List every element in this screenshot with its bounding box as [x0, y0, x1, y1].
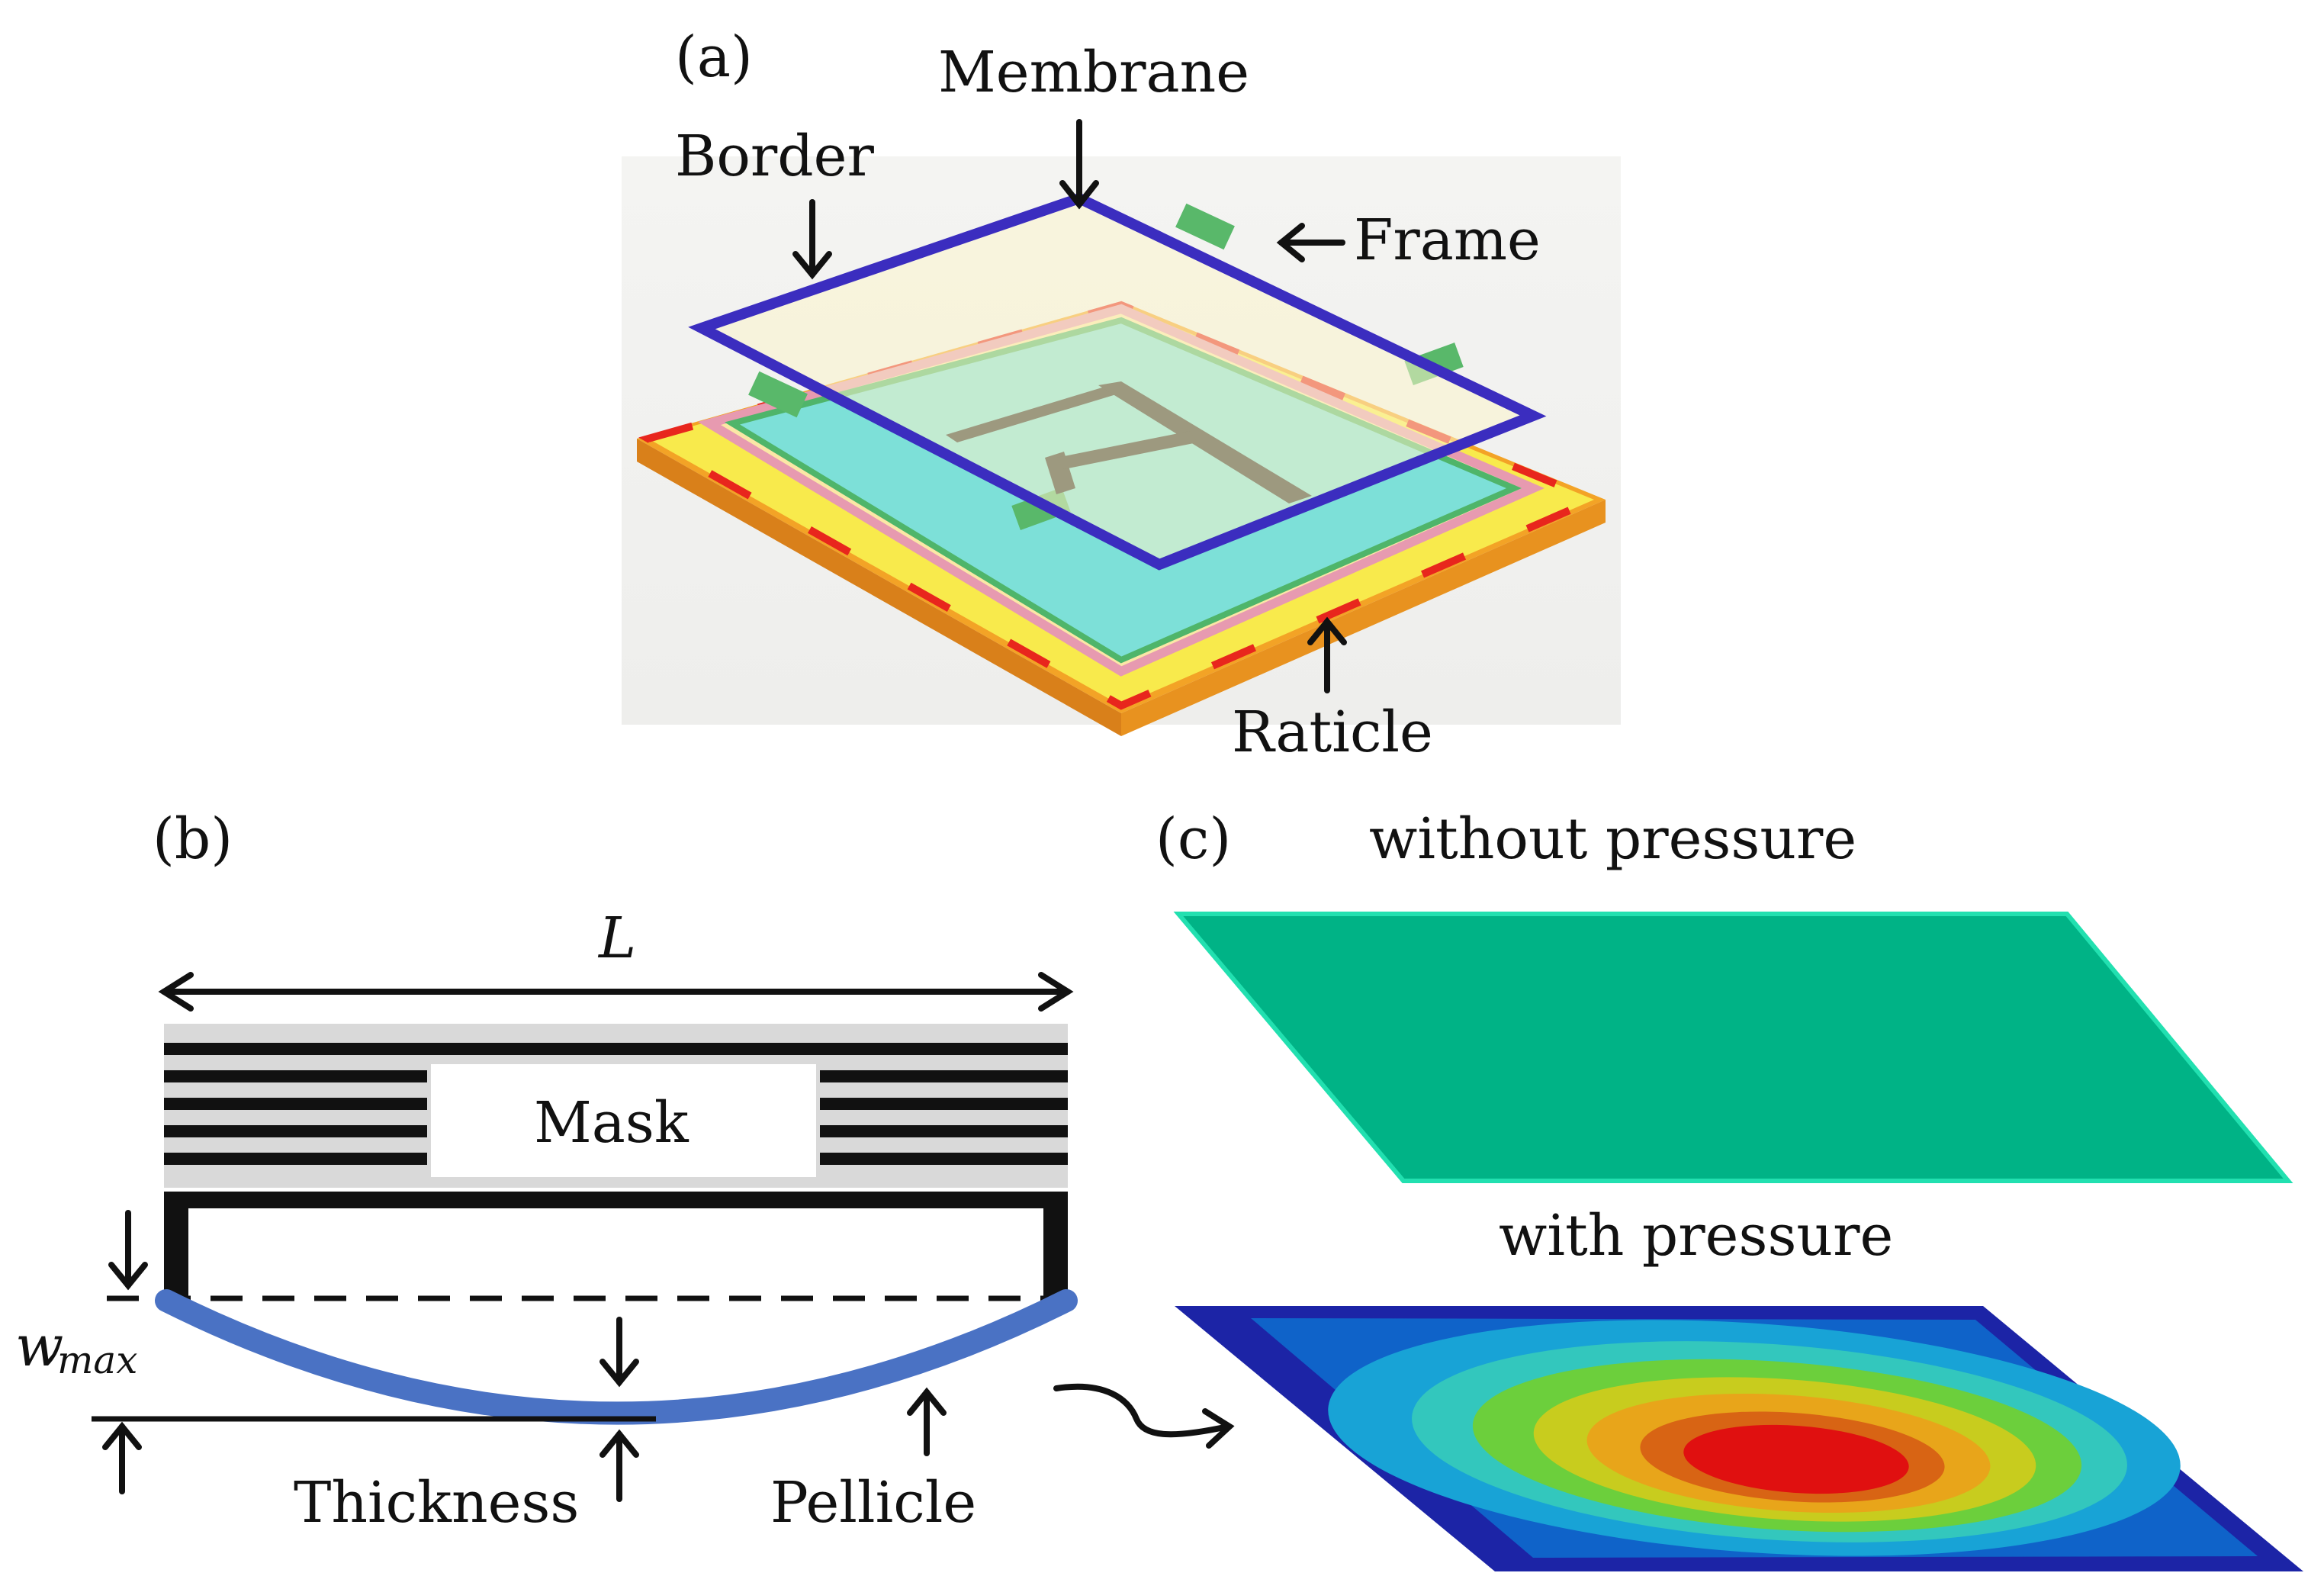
mask-stack: Mask: [164, 1024, 1068, 1188]
mask-label: Mask: [534, 1090, 689, 1156]
up-arrow-icon: [102, 1421, 142, 1494]
frame-label: Frame: [1354, 207, 1541, 273]
with-pressure-label: with pressure: [1499, 1203, 1893, 1269]
panel-b: (b) L Mask: [15, 806, 1235, 1536]
curved-arrow-icon: [1053, 1383, 1235, 1449]
double-arrow-icon: [158, 972, 1074, 1012]
panel-a: (a): [622, 24, 1621, 765]
panel-c-letter: (c): [1156, 806, 1231, 872]
border-membrane: [688, 192, 1547, 571]
reticle-label: Raticle: [1232, 700, 1433, 765]
length-symbol: L: [597, 905, 636, 971]
deformed-membrane: [1175, 1306, 2303, 1571]
down-arrow-icon: [108, 1210, 148, 1291]
deflection-symbol: w: [15, 1314, 63, 1379]
border-label: Border: [675, 124, 874, 189]
deflection-subscript: max: [57, 1338, 137, 1382]
panel-b-letter: (b): [153, 806, 233, 872]
up-arrow-icon: [907, 1387, 947, 1456]
without-pressure-label: without pressure: [1369, 806, 1856, 872]
down-arrow-icon: [1059, 119, 1099, 210]
left-arrow-icon: [1276, 223, 1345, 262]
up-arrow-icon: [1307, 616, 1347, 693]
pellicle-frame: [164, 1192, 1068, 1298]
pellicle-membrane: [155, 1289, 1078, 1425]
panel-c: (c) without pressure with pressure: [1156, 806, 2303, 1571]
thickness-label: Thickness: [294, 1470, 579, 1536]
down-arrow-icon: [599, 1317, 639, 1388]
down-arrow-icon: [792, 199, 832, 280]
panel-a-letter: (a): [675, 24, 753, 90]
flat-membrane: [1173, 912, 2293, 1183]
up-arrow-icon: [599, 1429, 639, 1502]
pellicle-label: Pellicle: [770, 1470, 976, 1536]
membrane-label: Membrane: [938, 40, 1249, 105]
